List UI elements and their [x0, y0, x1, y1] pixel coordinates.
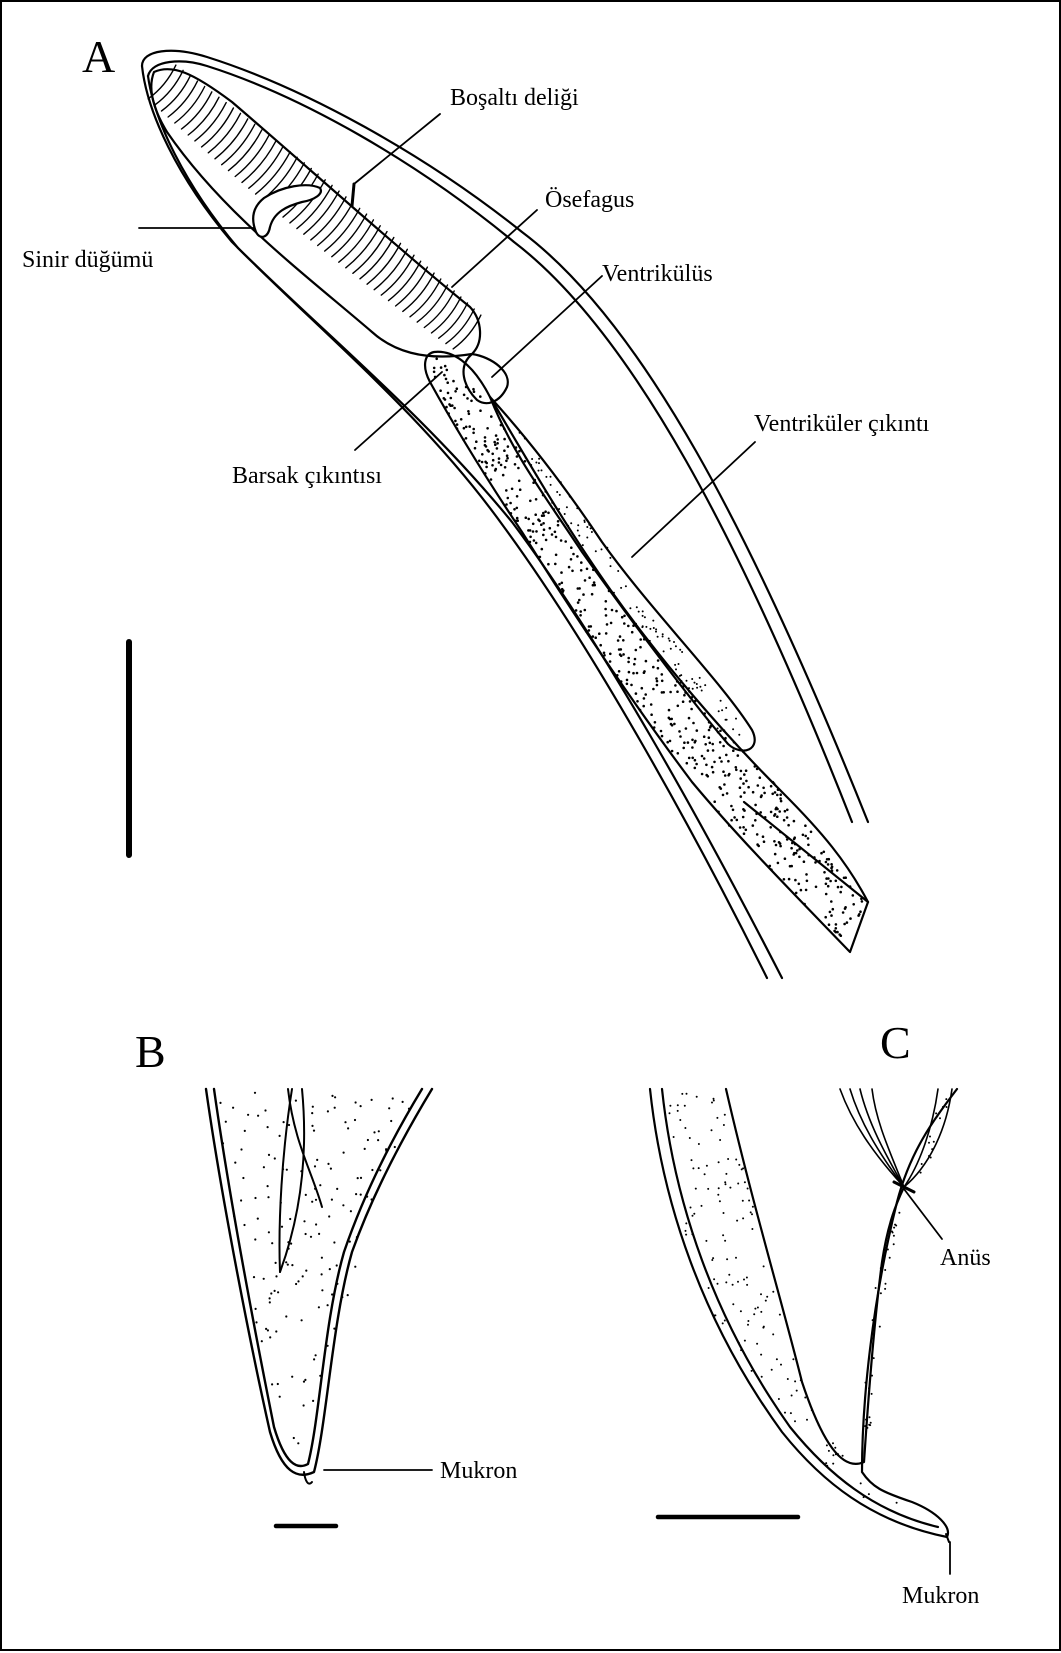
esophagus-striations — [148, 65, 481, 349]
leader-ventriculus — [492, 276, 602, 377]
excretory-pore — [352, 184, 354, 206]
panel-label-a: A — [82, 34, 115, 80]
label-ventricular-process: Ventriküler çıkıntı — [754, 412, 929, 436]
label-nerve-ring: Sinir düğümü — [22, 248, 153, 272]
label-esophagus: Ösefagus — [545, 188, 634, 212]
body-outline-inner-ventral — [148, 76, 767, 978]
leader-intestinal-caecum — [355, 372, 442, 450]
ventricular-process — [490, 397, 755, 751]
leader-esophagus — [452, 210, 537, 287]
tail-c-inner — [662, 1089, 938, 1527]
tail-b-intestine — [288, 1089, 322, 1207]
ventriculus — [464, 354, 508, 403]
intestine-c — [726, 1089, 904, 1464]
label-ventriculus: Ventrikülüs — [602, 262, 713, 286]
leader-anus — [904, 1189, 942, 1239]
tail-b-outer — [206, 1089, 432, 1475]
anus-mark — [894, 1182, 914, 1192]
leader-ventricular-process — [632, 442, 755, 557]
tail-b-inner — [214, 1089, 422, 1466]
stipple-dots — [433, 358, 863, 938]
leader-excretory-pore — [354, 114, 440, 184]
panel-label-b: B — [135, 1029, 166, 1075]
label-mucron-c: Mukron — [902, 1584, 979, 1608]
stipple-dots-tails — [219, 1092, 947, 1504]
label-anus: Anüs — [940, 1246, 991, 1270]
body-outline-inner — [148, 61, 852, 822]
tail-c-outer — [650, 1089, 957, 1537]
panel-a-drawing — [129, 51, 868, 978]
panel-c-drawing — [650, 1089, 957, 1574]
label-mucron-b: Mukron — [440, 1459, 517, 1483]
label-excretory-pore: Boşaltı deliği — [450, 86, 579, 110]
panel-label-c: C — [880, 1020, 911, 1066]
label-intestinal-caecum: Barsak çıkıntısı — [232, 464, 382, 488]
intestinal-caecum — [425, 352, 868, 952]
